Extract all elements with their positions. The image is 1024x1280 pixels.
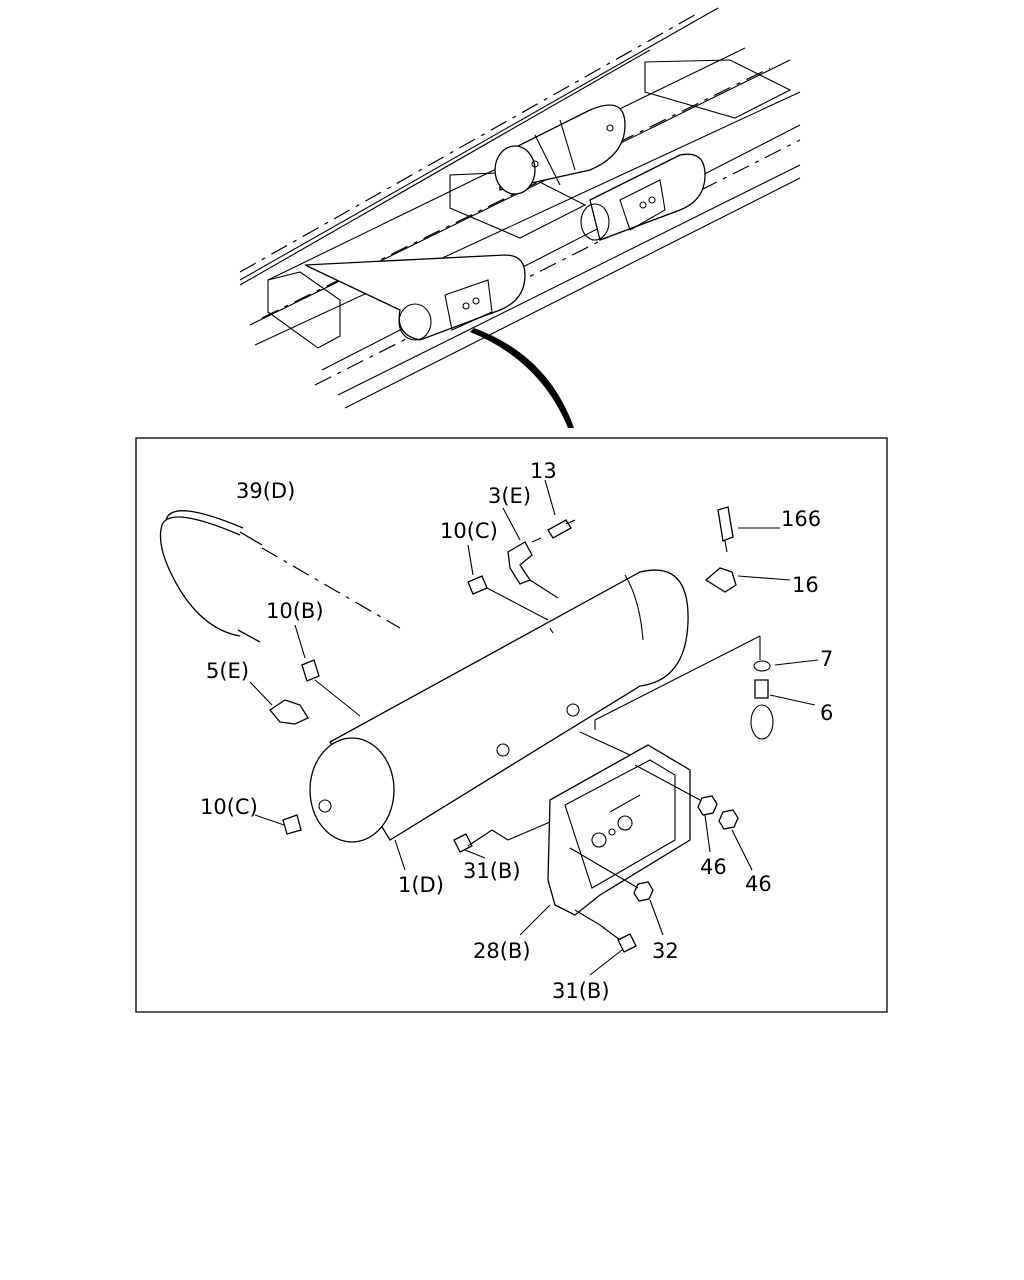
callout-5: 5(E) — [206, 659, 249, 683]
mounting-bracket-part — [547, 744, 691, 916]
callout-7: 7 — [820, 647, 833, 671]
callout-10b: 10(B) — [266, 599, 324, 623]
callout-10c-left: 10(C) — [200, 795, 258, 819]
callout-labels: 39(D) 13 3(E) 10(C) 166 16 10(B) 7 5(E) … — [200, 459, 833, 1003]
callout-166: 166 — [781, 507, 821, 531]
leader-lines — [249, 479, 819, 976]
callout-32: 32 — [652, 939, 679, 963]
detail-frame — [135, 437, 888, 1013]
callout-13: 13 — [530, 459, 557, 483]
callout-39: 39(D) — [236, 479, 295, 503]
callout-31-top: 31(B) — [463, 859, 521, 883]
callout-31-bottom: 31(B) — [552, 979, 610, 1003]
callout-1: 1(D) — [398, 873, 444, 897]
air-tank-body — [309, 569, 689, 843]
callout-28: 28(B) — [473, 939, 531, 963]
callout-16: 16 — [792, 573, 819, 597]
callout-46a: 46 — [700, 855, 727, 879]
callout-6: 6 — [820, 701, 833, 725]
callout-46b: 46 — [745, 872, 772, 896]
fittings — [269, 506, 774, 953]
u-bolt-part — [159, 510, 401, 643]
callout-3: 3(E) — [488, 484, 531, 508]
chassis-frame-overview — [239, 7, 801, 428]
callout-10c-top: 10(C) — [440, 519, 498, 543]
